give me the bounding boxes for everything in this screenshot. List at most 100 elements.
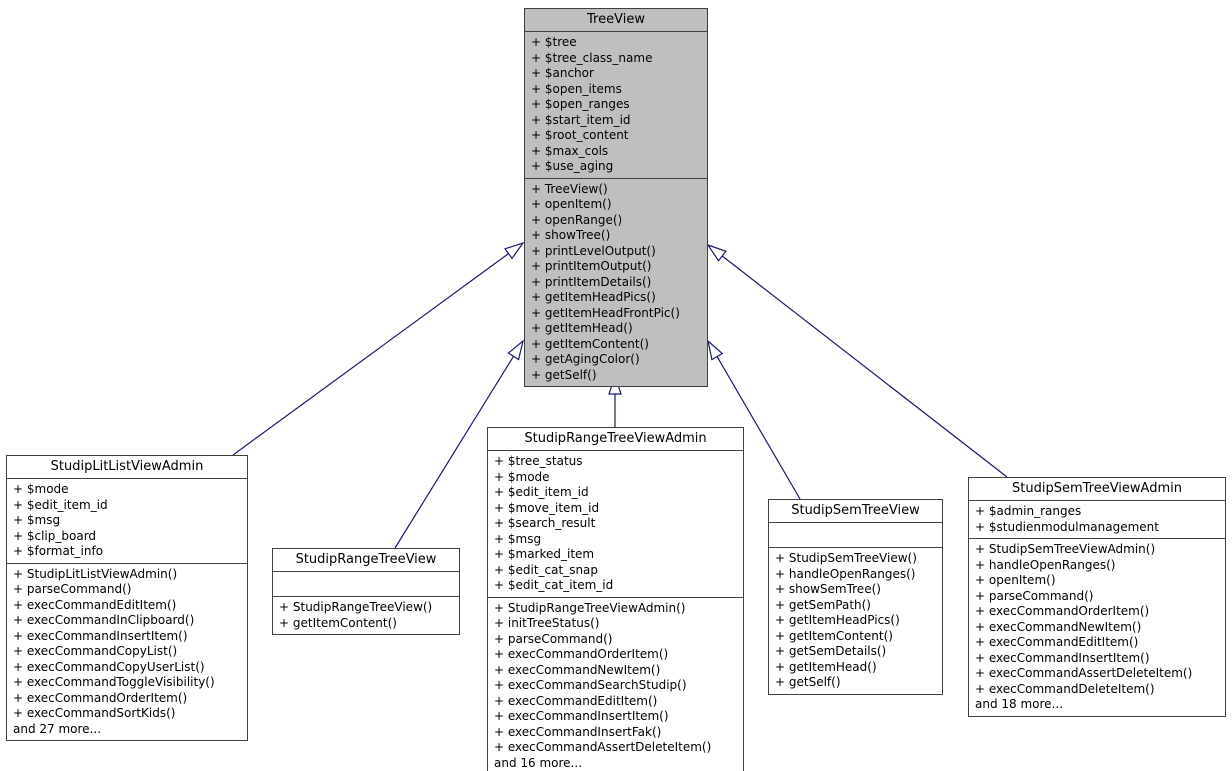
member-row: + execCommandOrderItem()	[975, 604, 1150, 618]
member-row: + execCommandInsertItem()	[975, 650, 1150, 665]
member-row: + $edit_cat_item_id	[494, 578, 614, 592]
class-name: StudipRangeTreeViewAdmin	[524, 431, 707, 446]
member-row: + $search_result	[494, 516, 596, 530]
member-row: + $marked_item	[494, 547, 595, 561]
member-row: + getItemHeadPics()	[531, 290, 656, 304]
member-row: + openItem()	[975, 573, 1056, 587]
member-row: + getSelf()	[531, 367, 597, 382]
member-row: + getSemDetails()	[775, 644, 887, 658]
member-row: + showSemTree()	[775, 582, 881, 596]
member-row: + $open_items	[531, 81, 622, 96]
member-row: + $tree_status	[494, 454, 583, 468]
member-row: + TreeView()	[531, 181, 608, 196]
member-row: + execCommandCopyList()	[13, 644, 178, 658]
class-node-studipsemtreeviewadmin[interactable]: StudipSemTreeViewAdmin + $admin_ranges+ …	[968, 477, 1226, 717]
member-row: + execCommandEditItem()	[494, 693, 658, 708]
class-name: StudipRangeTreeView	[295, 552, 437, 567]
class-methods: + StudipRangeTreeView()+ getItemContent(…	[273, 596, 459, 634]
member-row: + openRange()	[531, 212, 623, 227]
class-fields	[273, 571, 459, 596]
class-node-studiprangetreeviewadmin[interactable]: StudipRangeTreeViewAdmin + $tree_status+…	[487, 427, 744, 771]
inheritance-edge-litlistadmin-treeview	[232, 241, 525, 456]
class-node-studiprangetreeview[interactable]: StudipRangeTreeView + StudipRangeTreeVie…	[272, 548, 460, 635]
member-row: + openItem()	[531, 197, 612, 211]
member-row: + execCommandSortKids()	[13, 706, 176, 720]
class-fields: + $tree_status+ $mode+ $edit_item_id+ $m…	[488, 450, 743, 597]
member-row: + $msg	[13, 513, 61, 527]
member-row: + $studienmodulmanagement	[975, 519, 1159, 534]
class-fields: + $admin_ranges+ $studienmodulmanagement	[969, 500, 1225, 538]
member-row: + printItemOutput()	[531, 259, 652, 273]
member-row: + execCommandOrderItem()	[494, 647, 669, 661]
member-row: + execCommandAssertDeleteItem()	[494, 740, 712, 754]
member-row: + printItemDetails()	[531, 274, 652, 289]
member-row: + getSemPath()	[775, 597, 871, 612]
member-row: + $format_info	[13, 544, 104, 558]
member-row: + initTreeStatus()	[494, 616, 600, 630]
member-row: + execCommandNewItem()	[975, 619, 1142, 634]
class-fields: + $tree+ $tree_class_name+ $anchor+ $ope…	[525, 31, 707, 178]
member-row: and 16 more...	[494, 755, 583, 770]
member-row: + $edit_item_id	[13, 497, 108, 512]
member-row: + $clip_board	[13, 528, 97, 543]
class-name: StudipSemTreeViewAdmin	[1012, 481, 1182, 496]
member-row: + execCommandOrderItem()	[13, 690, 188, 705]
member-row: + getItemHeadPics()	[775, 613, 900, 627]
member-row: + $move_item_id	[494, 500, 600, 515]
member-row: + getItemHeadFrontPic()	[531, 305, 680, 320]
member-row: + $use_aging	[531, 159, 614, 173]
member-row: + execCommandEditItem()	[975, 635, 1139, 649]
member-row: + handleOpenRanges()	[775, 566, 916, 581]
member-row: + execCommandAssertDeleteItem()	[975, 666, 1193, 680]
class-node-studipsemtreeview[interactable]: StudipSemTreeView + StudipSemTreeView()+…	[768, 499, 943, 695]
inheritance-edge-semtreeadmin-treeview	[706, 243, 1008, 478]
member-row: + parseCommand()	[13, 582, 132, 596]
member-row: + StudipRangeTreeView()	[279, 600, 433, 614]
member-row: + getSelf()	[775, 675, 841, 689]
member-row: + execCommandSearchStudip()	[494, 678, 687, 692]
member-row: and 18 more...	[975, 697, 1064, 711]
member-row: + execCommandNewItem()	[494, 662, 661, 677]
member-row: + StudipRangeTreeViewAdmin()	[494, 600, 686, 615]
class-name: StudipSemTreeView	[791, 503, 920, 518]
member-row: + execCommandToggleVisibility()	[13, 675, 215, 689]
member-row: + parseCommand()	[494, 631, 613, 646]
class-name: TreeView	[587, 12, 645, 27]
member-row: + getItemContent()	[279, 615, 397, 630]
member-row: + $tree	[531, 35, 577, 49]
member-row: + StudipLitListViewAdmin()	[13, 566, 178, 581]
member-row: + getAgingColor()	[531, 352, 640, 366]
member-row: + $open_ranges	[531, 97, 630, 111]
member-row: + parseCommand()	[975, 588, 1094, 603]
member-row: + $tree_class_name	[531, 50, 653, 65]
member-row: + execCommandDeleteItem()	[975, 681, 1155, 696]
member-row: + getItemContent()	[775, 628, 893, 643]
member-row: + execCommandInsertItem()	[13, 628, 188, 643]
member-row: + StudipSemTreeView()	[775, 551, 917, 565]
member-row: + execCommandEditItem()	[13, 597, 177, 612]
member-row: + $start_item_id	[531, 112, 631, 127]
member-row: + showTree()	[531, 228, 611, 242]
member-row: + handleOpenRanges()	[975, 557, 1116, 572]
class-methods: + StudipRangeTreeViewAdmin()+ initTreeSt…	[488, 596, 743, 771]
member-row: and 27 more...	[13, 721, 102, 736]
class-node-studiplitlistviewadmin[interactable]: StudipLitListViewAdmin + $mode+ $edit_it…	[6, 455, 248, 741]
member-row: + $anchor	[531, 66, 594, 80]
class-methods: + TreeView()+ openItem()+ openRange()+ s…	[525, 177, 707, 387]
member-row: + $root_content	[531, 128, 629, 142]
member-row: + getItemHead()	[775, 659, 877, 674]
member-row: + execCommandCopyUserList()	[13, 659, 205, 674]
class-methods: + StudipLitListViewAdmin()+ parseCommand…	[7, 562, 247, 741]
member-row: + StudipSemTreeViewAdmin()	[975, 542, 1156, 556]
class-node-treeview[interactable]: TreeView + $tree+ $tree_class_name+ $anc…	[524, 8, 708, 387]
member-row: + printLevelOutput()	[531, 243, 656, 258]
member-row: + getItemContent()	[531, 336, 649, 351]
member-row: + execCommandInsertItem()	[494, 709, 669, 723]
member-row: + $msg	[494, 531, 542, 546]
member-row: + getItemHead()	[531, 321, 633, 335]
class-methods: + StudipSemTreeView()+ handleOpenRanges(…	[769, 547, 942, 694]
class-name: StudipLitListViewAdmin	[50, 459, 204, 474]
member-row: + $mode	[13, 482, 69, 496]
member-row: + $edit_cat_snap	[494, 562, 599, 577]
